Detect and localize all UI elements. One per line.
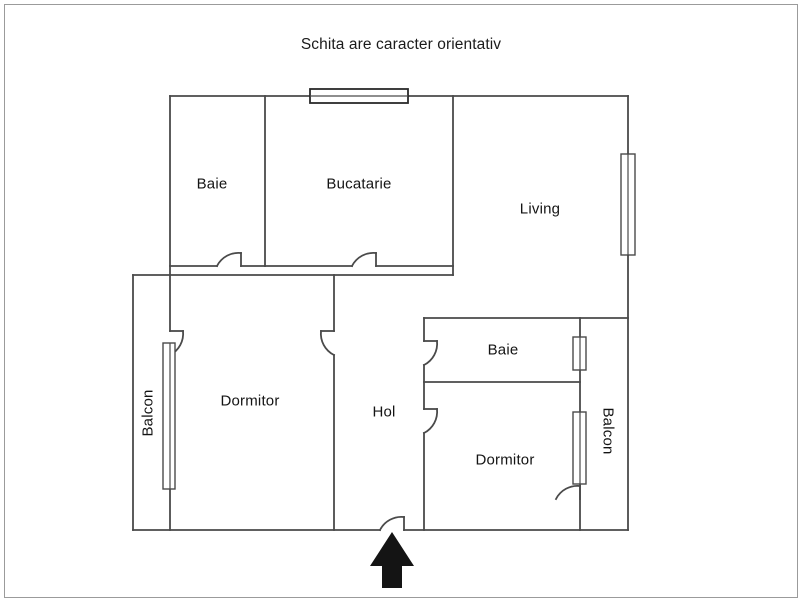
entrance-arrow-shape [370,532,414,588]
room-label-baie-top: Baie [196,175,228,193]
page-title: Schita are caracter orientativ [300,36,502,53]
walls-group [132,95,629,532]
entrance-arrow [370,532,414,588]
room-label-dormitor-right: Dormitor [475,451,535,469]
room-label-living: Living [519,200,561,218]
room-label-dormitor-left: Dormitor [220,392,280,410]
window-balcony-left [162,342,176,490]
door-arc-baie-top [215,251,242,268]
door-arc-balcony-right [554,484,581,501]
door-arc-dormitor-right [422,408,439,435]
room-label-balcon-left: Balcon [139,389,157,437]
door-arc-baie-right [422,340,439,367]
room-label-hol: Hol [372,403,396,421]
room-label-bucatarie: Bucatarie [326,175,392,193]
windows-group [162,88,636,490]
door-arc-bucatarie [350,251,377,268]
room-label-baie-right: Baie [487,341,519,359]
room-label-balcon-right: Balcon [599,407,617,455]
door-arc-entrance [378,515,405,532]
door-arc-hol-dormitor-left [319,330,336,357]
